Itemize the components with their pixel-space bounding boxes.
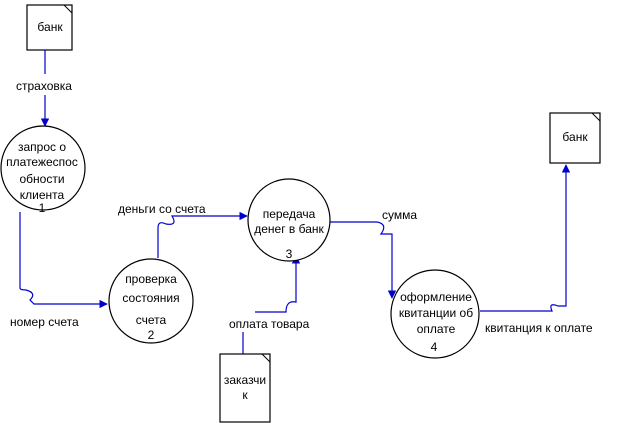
- flow-label-money-from-account: деньги со счета: [118, 202, 206, 216]
- process-1-line2: платежеспос: [6, 155, 78, 169]
- flow-line-amount: [330, 221, 397, 299]
- flow-line-money-from-account: [157, 211, 248, 258]
- flow-line-payment-receipt: [480, 164, 571, 312]
- process-2-line2: состояния: [122, 291, 179, 305]
- process-4-line3: оплате: [417, 322, 456, 336]
- process-3: передача денег в банк 3: [247, 178, 331, 262]
- process-4: оформление квитанции об оплате 4: [390, 269, 480, 359]
- process-1: запрос о платежеспос обности клиента 1: [0, 125, 86, 215]
- customer-label-line1: заказчи: [224, 373, 266, 387]
- flow-label-insurance: страховка: [16, 79, 72, 93]
- process-2-line1: проверка: [125, 272, 177, 286]
- process-1-line1: запрос о: [18, 140, 66, 154]
- process-3-line1: передача: [263, 207, 316, 221]
- bank-right-label: банк: [562, 130, 588, 144]
- bank-top-label: банк: [37, 20, 63, 34]
- process-2: проверка состояния счета 2: [108, 258, 194, 344]
- external-entity-bank-top: банк: [26, 4, 73, 51]
- process-1-line3: обности: [19, 172, 64, 186]
- flow-label-amount: сумма: [382, 208, 417, 222]
- process-2-number: 2: [148, 328, 155, 342]
- flow-label-payment-receipt: квитанция к оплате: [485, 321, 593, 335]
- flow-label-account-number: номер счета: [10, 315, 79, 329]
- process-4-number: 4: [431, 340, 438, 354]
- process-3-line2: денег в банк: [254, 222, 324, 236]
- flow-line-account-number: [19, 212, 108, 309]
- process-1-line4: клиента: [20, 188, 65, 202]
- process-2-line3: счета: [136, 313, 167, 327]
- process-3-number: 3: [286, 247, 293, 261]
- process-4-line2: квитанции об: [399, 306, 473, 320]
- process-1-number: 1: [39, 201, 46, 215]
- customer-label-line2: к: [242, 388, 248, 402]
- flow-label-goods-payment: оплата товара: [229, 317, 310, 331]
- process-4-line1: оформление: [400, 290, 472, 304]
- external-entity-bank-right: банк: [549, 112, 601, 164]
- flow-line-goods-payment-2: [255, 255, 301, 313]
- external-entity-customer: заказчи к: [219, 353, 271, 423]
